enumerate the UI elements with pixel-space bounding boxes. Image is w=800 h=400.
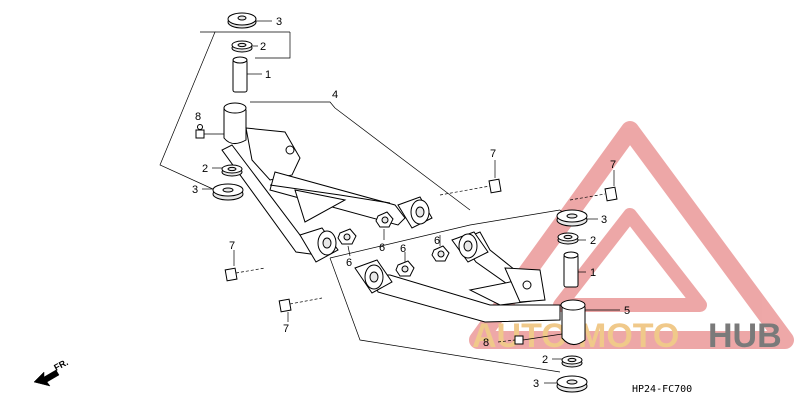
bracket-left-group — [159, 31, 291, 191]
part-7-bolt-upper — [439, 160, 502, 196]
diagram-code: HP24-FC700 — [632, 384, 692, 395]
part-6-nut-d — [431, 235, 450, 262]
part-1-collar-left — [232, 56, 262, 93]
part-3-cap-top-right — [556, 209, 598, 227]
part-3-cap-bottom-right — [544, 375, 588, 393]
label-part-2-bottom-left: 2 — [202, 163, 208, 175]
label-part-2-bottom-right: 2 — [542, 354, 548, 366]
part-7-bolt-right — [569, 170, 618, 202]
part-1-collar-right — [563, 251, 586, 288]
part-7-bolt-bottom — [278, 297, 323, 322]
watermark-text-hub: HUB — [708, 317, 782, 355]
part-8-grease-fitting-left — [195, 124, 224, 139]
bushing-right-front — [354, 259, 393, 294]
label-part-6-d: 6 — [434, 235, 440, 247]
label-part-7-upper: 7 — [490, 148, 496, 160]
front-direction-arrow-icon — [33, 369, 60, 387]
label-part-2-top-left: 2 — [260, 41, 266, 53]
label-part-2-top-right: 2 — [590, 235, 596, 247]
label-part-3-top-left: 3 — [276, 16, 282, 28]
label-part-4: 4 — [332, 89, 338, 101]
upper-arm-left — [221, 102, 433, 263]
label-part-1-left: 1 — [265, 69, 271, 81]
part-2-washer-bottom-right — [552, 355, 583, 368]
label-part-3-bottom-left: 3 — [192, 184, 198, 196]
label-part-8-right: 8 — [483, 337, 489, 349]
part-6-nut-c — [395, 252, 415, 277]
front-direction-label: FR. — [52, 357, 69, 373]
part-7-bolt-left — [224, 250, 266, 282]
label-part-7-left: 7 — [229, 240, 235, 252]
watermark-text-moto: MOTO — [578, 317, 679, 355]
part-8-grease-fitting-right — [497, 333, 563, 345]
label-part-5: 5 — [624, 305, 630, 317]
bushing-left-rear — [397, 196, 433, 229]
part-6-nut-b — [375, 211, 394, 240]
bushing-left-front — [299, 227, 339, 263]
label-part-6-a: 6 — [346, 257, 352, 269]
label-part-3-bottom-right: 3 — [533, 378, 539, 390]
label-part-7-right: 7 — [610, 159, 616, 171]
label-part-8-left: 8 — [195, 111, 201, 123]
watermark-logo: AUTO MOTO HUB — [469, 121, 794, 355]
part-6-nut-a — [337, 228, 357, 257]
label-part-6-c: 6 — [400, 243, 406, 255]
watermark-triangle-icon — [469, 121, 794, 349]
label-part-1-right: 1 — [590, 267, 596, 279]
label-part-7-bottom: 7 — [283, 323, 289, 335]
lower-arm-right — [354, 231, 586, 345]
part-2-washer-top-right — [557, 232, 586, 245]
part-3-cap-bottom-left — [202, 183, 244, 201]
part-2-washer-bottom-left — [212, 164, 243, 177]
bushing-right-rear — [451, 231, 489, 263]
label-part-3-top-right: 3 — [601, 214, 607, 226]
leader-part-4 — [250, 101, 471, 211]
label-part-6-b: 6 — [379, 242, 385, 254]
part-3-cap-top-left — [227, 12, 272, 29]
part-2-washer-top-left — [231, 40, 258, 53]
